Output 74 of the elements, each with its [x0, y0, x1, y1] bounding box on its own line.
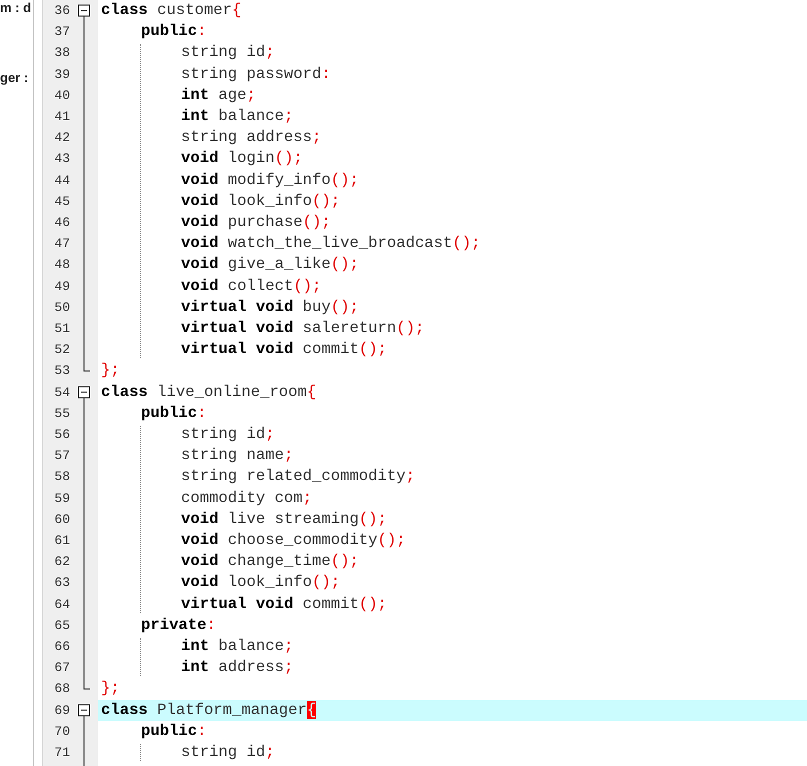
code-line: string id;	[181, 742, 275, 763]
code-line: void live streaming();	[181, 508, 387, 530]
code-line: int balance;	[181, 636, 294, 657]
line-number: 59	[53, 490, 70, 508]
line-number: 55	[53, 404, 70, 423]
code-line: void collect();	[181, 276, 322, 297]
line-number: 45	[53, 192, 70, 211]
line-number: 54	[53, 384, 70, 402]
line-number: 65	[53, 616, 70, 635]
line-number: 56	[53, 426, 70, 444]
code-line: public:	[141, 21, 207, 42]
code-line: };	[101, 360, 120, 382]
line-number: 64	[53, 596, 70, 614]
line-number: 41	[53, 108, 70, 126]
line-number: 51	[53, 320, 70, 338]
line-number: 44	[53, 172, 70, 190]
line-number: 40	[53, 86, 70, 105]
code-line: private:	[141, 614, 216, 636]
code-line: string related_commodity;	[181, 466, 415, 488]
code-line: int address;	[181, 657, 294, 678]
line-number: 46	[53, 214, 70, 232]
code-line: virtual void commit();	[181, 594, 387, 615]
line-number: 68	[53, 680, 70, 698]
code-line: string id;	[181, 42, 275, 64]
line-number: 53	[53, 362, 70, 380]
line-number: 42	[53, 129, 70, 148]
code-line: virtual void buy();	[181, 296, 359, 318]
code-line: void watch_the_live_broadcast();	[181, 233, 480, 254]
line-number: 49	[53, 278, 70, 296]
line-number: 52	[53, 341, 70, 360]
code-line: void look_info();	[181, 572, 340, 594]
line-number: 61	[53, 532, 70, 550]
line-number: 37	[53, 23, 70, 42]
code-line: class customer{	[101, 0, 242, 21]
code-line: virtual void salereturn();	[181, 318, 424, 339]
line-number: 43	[53, 150, 70, 168]
code-line: void purchase();	[181, 212, 331, 233]
code-line: string id;	[181, 424, 275, 445]
code-line: virtual void commit();	[181, 339, 387, 360]
line-number: 70	[53, 722, 70, 741]
line-number: 67	[53, 659, 70, 678]
code-line: void login();	[181, 148, 303, 170]
line-number: 36	[53, 2, 70, 20]
code-line: void modify_info();	[181, 170, 359, 191]
code-line: string name;	[181, 445, 294, 466]
line-number: 66	[53, 638, 70, 656]
code-line: void give_a_like();	[181, 254, 359, 276]
line-number: 62	[53, 553, 70, 572]
line-number: 69	[53, 702, 70, 720]
code-line: string address;	[181, 127, 322, 148]
code-line: public:	[141, 720, 207, 742]
code-line: };	[101, 678, 120, 700]
code-line: void change_time();	[181, 551, 359, 572]
cut-off-text: m : d	[0, 0, 32, 15]
line-number: 38	[53, 44, 70, 62]
code-line: class Platform_manager{	[101, 700, 316, 721]
line-number: 60	[53, 510, 70, 529]
line-number: 48	[53, 256, 70, 274]
line-number: 39	[53, 66, 70, 84]
code-line: int balance;	[181, 106, 294, 127]
code-line: void choose_commodity();	[181, 530, 406, 551]
line-number: 71	[53, 744, 70, 762]
code-line: string password:	[181, 64, 331, 85]
line-number: 58	[53, 468, 70, 486]
code-line: commodity com;	[181, 488, 312, 509]
line-number: 50	[53, 298, 70, 317]
code-line: class live_online_room{	[101, 382, 316, 403]
line-number: 57	[53, 447, 70, 466]
line-number: 63	[53, 574, 70, 592]
code-line: int age;	[181, 84, 256, 106]
cut-off-text: ger :	[0, 70, 28, 85]
code-line: void look_info();	[181, 190, 340, 212]
line-number: 47	[53, 235, 70, 254]
code-line: public:	[141, 402, 207, 424]
